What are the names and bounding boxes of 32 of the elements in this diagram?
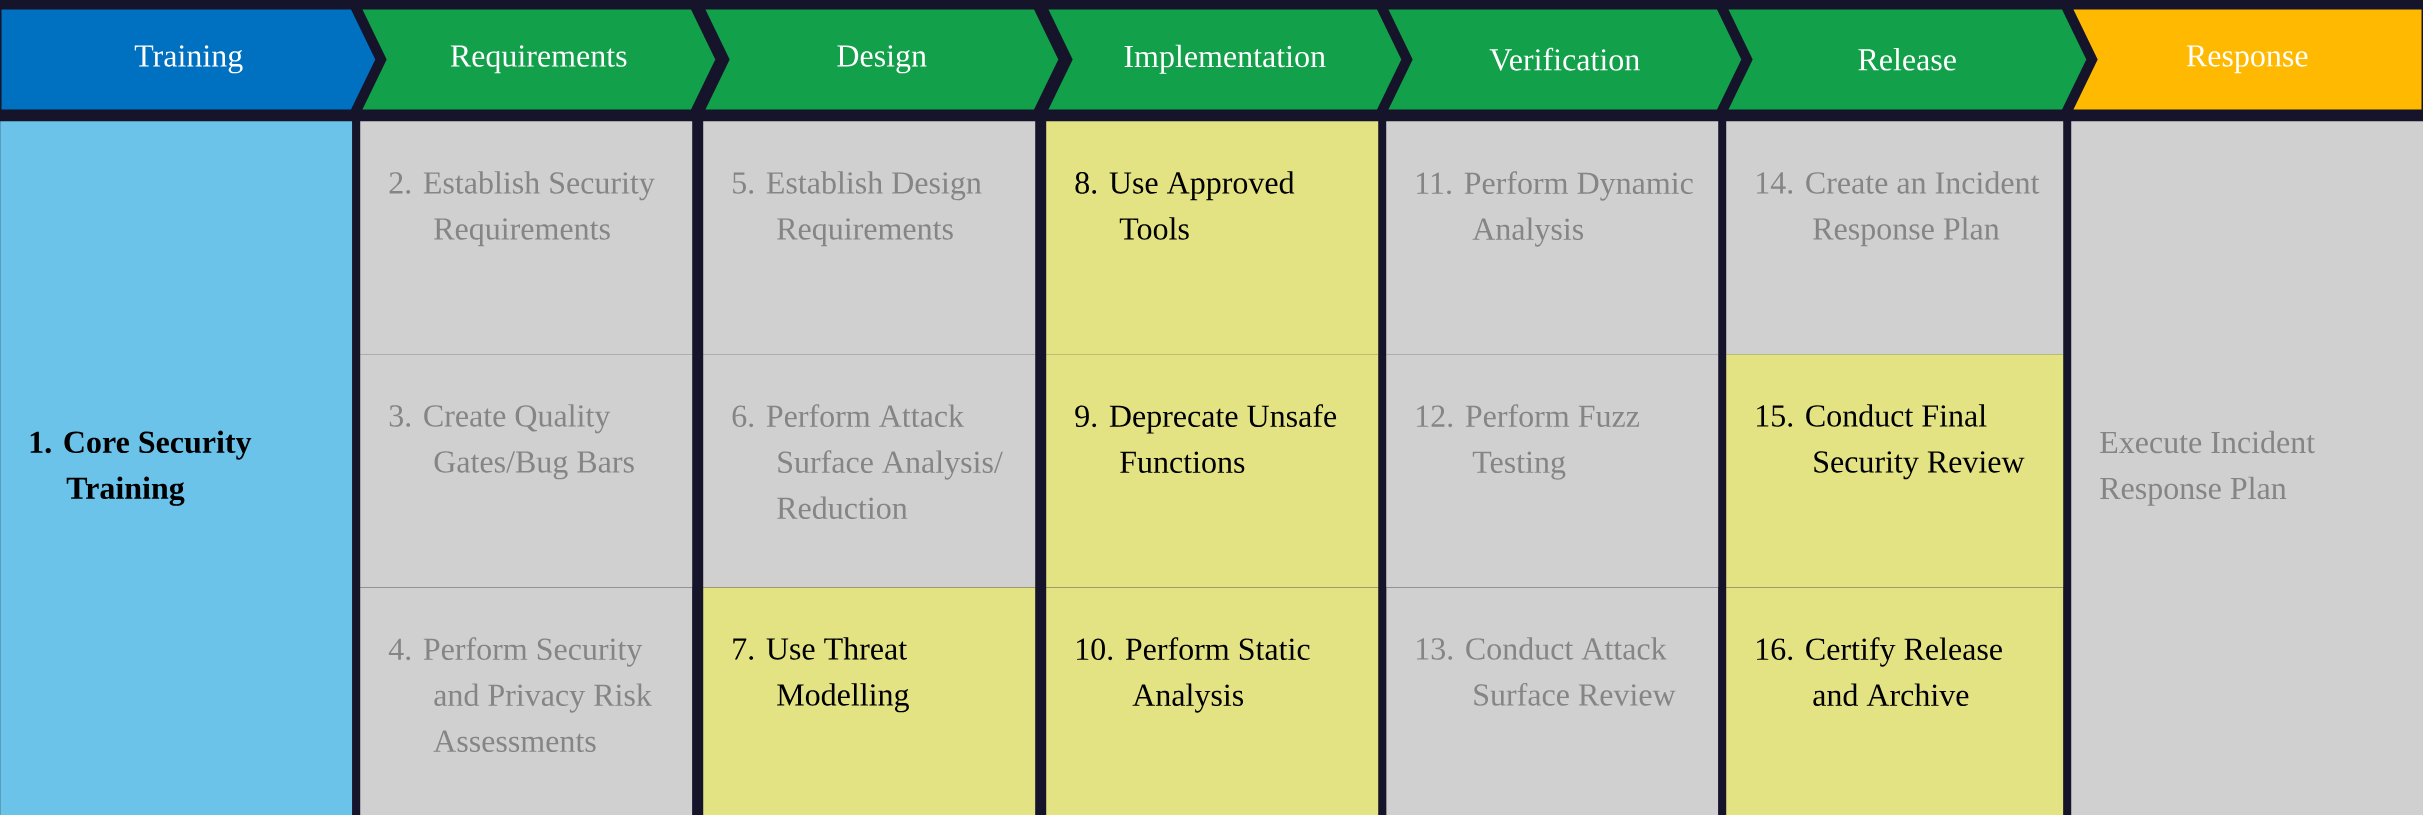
step-cell: 4. Perform Security and Privacy Risk Assessments	[360, 587, 693, 815]
node-label: 15. Conduct Final Security Review	[1757, 404, 2025, 480]
step-cell: 9. Deprecate Unsafe Functions	[1046, 354, 1379, 588]
step-cell: 14. Create an Incident Response Plan	[1726, 121, 2064, 355]
step-cell: 1. Core Security Training	[0, 121, 353, 815]
node-label: 3. Create Quality Gates/Bug Bars	[389, 404, 634, 480]
step-cell: 12. Perform Fuzz Testing	[1386, 354, 1719, 588]
step-cell: 8. Use Approved Tools	[1046, 121, 1379, 355]
phase-header: Response	[2068, 6, 2423, 113]
node-label: 8. Use Approved Tools	[1075, 171, 1295, 240]
step-cell: 6. Perform Attack Surface Analysis/ Reduction	[703, 354, 1036, 588]
node-label: 5. Establish Design Requirements	[733, 171, 982, 247]
phase-header: Training	[0, 6, 379, 113]
node-label: 10. Perform Static Analysis	[1077, 637, 1310, 713]
node-label: 9. Deprecate Unsafe Functions	[1075, 404, 1337, 474]
node-label: 12. Perform Fuzz Testing	[1417, 404, 1640, 480]
node-label: 6. Perform Attack Surface Analysis/ Reduction	[732, 404, 1003, 520]
step-cell: 10. Perform Static Analysis	[1046, 587, 1379, 815]
node-label: 16. Certify Release and Archive	[1757, 637, 2002, 707]
step-cell: 15. Conduct Final Security Review	[1726, 354, 2064, 588]
node-label: 4. Perform Security and Privacy Risk Assessments	[388, 637, 652, 753]
node-label: 2. Establish Security Requirements	[389, 171, 655, 247]
step-cell: 16. Certify Release and Archive	[1726, 587, 2064, 815]
step-cell: 3. Create Quality Gates/Bug Bars	[360, 354, 693, 588]
node-label: 13. Conduct Attack Surface Review	[1417, 637, 1676, 706]
step-cell: 5. Establish Design Requirements	[703, 121, 1036, 355]
step-cell: Execute Incident Response Plan	[2071, 121, 2423, 815]
step-cell: 13. Conduct Attack Surface Review	[1386, 587, 1719, 815]
step-cell: 7. Use Threat Modelling	[703, 587, 1036, 815]
node-label: 11. Perform Dynamic Analysis	[1417, 171, 1693, 247]
step-cell: 11. Perform Dynamic Analysis	[1386, 121, 1719, 355]
step-cell: 2. Establish Security Requirements	[360, 121, 693, 355]
